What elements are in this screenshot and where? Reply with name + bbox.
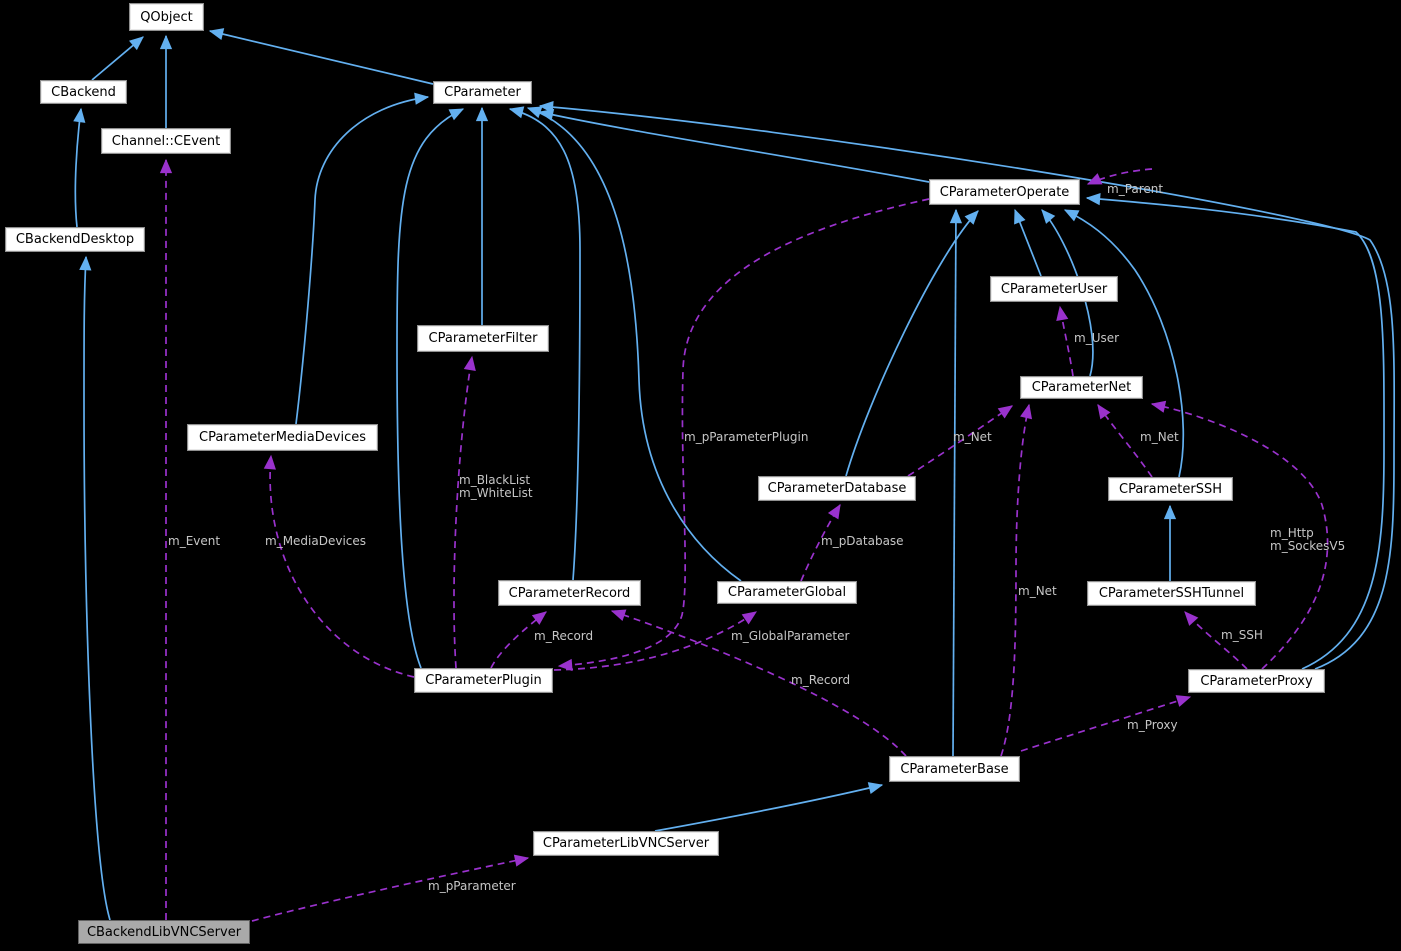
class-node-cparameterfilter[interactable]: CParameterFilter: [417, 325, 549, 352]
edge-label-m-net-base: m_Net: [1018, 584, 1057, 598]
class-node-cparameterplugin[interactable]: CParameterPlugin: [414, 668, 553, 693]
class-node-cparameterrecord[interactable]: CParameterRecord: [498, 580, 641, 606]
class-node-cparameterdatabase[interactable]: CParameterDatabase: [758, 476, 916, 501]
edge-usage-m-mediadevices: [263, 454, 415, 678]
class-node-cbackendlibvncserver[interactable]: CBackendLibVNCServer: [78, 920, 250, 944]
edge-inherit-proxy-operate: [1085, 192, 1385, 670]
edge-label-m-user: m_User: [1074, 331, 1120, 345]
class-node-cparameternet[interactable]: CParameterNet: [1020, 376, 1143, 399]
edge-label-m-blacklist-whitelist: m_BlackList m_WhiteList: [459, 473, 533, 500]
edge-label-m-proxy: m_Proxy: [1127, 718, 1178, 732]
edge-usage-m-net-database: [907, 405, 1014, 477]
edge-label-m-http-sockesv5: m_Http m_SockesV5: [1270, 526, 1346, 553]
edge-label-m-pparameterplugin: m_pParameterPlugin: [684, 430, 809, 444]
class-node-cparameterbase[interactable]: CParameterBase: [889, 756, 1020, 782]
class-node-cparametermediadevices[interactable]: CParameterMediaDevices: [187, 424, 378, 451]
class-node-channel-cevent[interactable]: Channel::CEvent: [101, 128, 231, 154]
class-node-cparameteruser[interactable]: CParameterUser: [990, 276, 1118, 302]
edge-inherit-ssh-operate: [1063, 209, 1185, 478]
edge-usage-m-net-base: [1000, 403, 1033, 757]
edge-usage-m-user: [1056, 305, 1074, 377]
edge-usage-m-pparameterplugin: [557, 198, 930, 672]
edge-inherit-cbackend-qobject: [91, 36, 144, 81]
edge-usage-m-blacklist: [453, 355, 476, 669]
edge-inherit-global-cparameter: [526, 106, 742, 582]
edge-inherit-plugin-cparameter: [396, 108, 465, 669]
edge-label-m-pparameter: m_pParameter: [428, 879, 516, 893]
edge-inherit-mediadevices-cparameter: [295, 92, 430, 425]
edge-label-m-ssh: m_SSH: [1221, 628, 1263, 642]
edge-usage-m-record-plugin: [490, 611, 547, 669]
edge-inherit-parameterlibvnc-base: [654, 782, 884, 832]
class-node-cbackend[interactable]: CBackend: [40, 80, 127, 104]
class-node-cparameterssh[interactable]: CParameterSSH: [1108, 477, 1233, 501]
edge-usage-m-globalparameter: [553, 611, 758, 671]
edge-label-m-record-plugin: m_Record: [534, 629, 594, 643]
class-node-cbackenddesktop[interactable]: CBackendDesktop: [5, 227, 145, 252]
class-node-qobject[interactable]: QObject: [129, 3, 204, 31]
edge-inherit-user-operate: [1014, 208, 1042, 277]
edge-label-m-record-base: m_Record: [791, 673, 851, 687]
class-node-cparameterlibvncserver[interactable]: CParameterLibVNCServer: [533, 831, 719, 856]
edge-usage-m-pparameter: [251, 854, 530, 922]
edge-inherit-cbackendlibvnc-cbackenddesktop: [79, 255, 111, 921]
edge-inherit-base-operate: [949, 208, 963, 757]
edge-usage-m-http-sockesv5: [1150, 400, 1329, 670]
edge-inherit-record-cparameter: [508, 106, 581, 581]
edge-label-m-mediadevices: m_MediaDevices: [265, 534, 367, 548]
edge-label-m-pdatabase: m_pDatabase: [821, 534, 904, 548]
edge-usage-m-parent: [1086, 168, 1153, 185]
edge-label-m-net-ssh: m_Net: [1140, 430, 1179, 444]
class-node-cparameterglobal[interactable]: CParameterGlobal: [717, 581, 857, 604]
edge-usage-m-ssh: [1184, 611, 1248, 670]
edge-label-m-net-database: m_Net: [953, 430, 992, 444]
edge-inherit-proxy-cparameter: [538, 101, 1396, 670]
edge-usage-m-proxy: [1020, 695, 1192, 752]
class-node-cparameteroperate[interactable]: CParameterOperate: [929, 179, 1080, 205]
edge-inherit-database-operate: [845, 210, 979, 477]
edge-usage-m-pdatabase: [800, 503, 841, 582]
class-node-cparameter[interactable]: CParameter: [433, 81, 532, 104]
edge-inherit-cbackenddesktop-cbackend: [73, 107, 86, 228]
edge-label-m-event: m_Event: [168, 534, 221, 548]
edge-inherit-cparameter-qobject: [208, 28, 434, 85]
edge-usage-m-record-base: [610, 609, 907, 757]
edge-label-m-parent: m_Parent: [1107, 182, 1164, 196]
edge-inherit-operate-cparameter: [538, 108, 930, 183]
edge-label-m-globalparameter: m_GlobalParameter: [731, 629, 850, 643]
class-node-cparametersshtunnel[interactable]: CParameterSSHTunnel: [1087, 581, 1256, 606]
class-node-cparameterproxy[interactable]: CParameterProxy: [1188, 669, 1325, 693]
